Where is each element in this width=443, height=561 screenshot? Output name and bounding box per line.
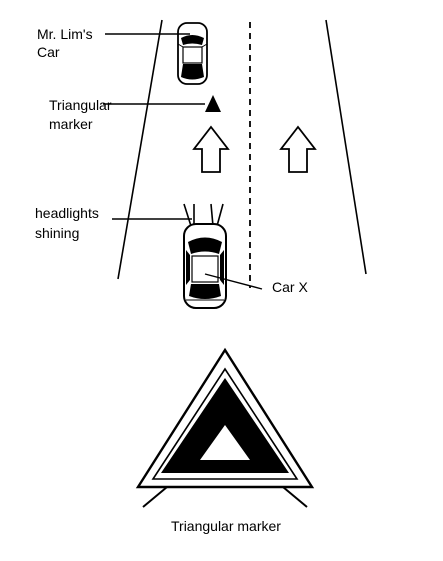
headlight-beams [183, 203, 224, 227]
label-mr-lims-car-line1: Mr. Lim's [37, 26, 93, 42]
direction-arrow-right-lane [279, 125, 317, 173]
road-right-edge [325, 19, 367, 275]
leader-lines [103, 33, 263, 290]
label-triangular-marker-line1: Triangular [49, 97, 112, 113]
label-headlights-line1: headlights [35, 205, 99, 221]
label-triangular-marker-line2: marker [49, 116, 93, 132]
label-headlights-line2: shining [35, 225, 79, 241]
large-triangular-marker [135, 347, 315, 508]
small-triangular-marker [205, 95, 221, 112]
road-left-edge [117, 19, 163, 280]
marker-inner-frame [151, 367, 299, 480]
car-x [183, 223, 227, 309]
marker-stand-right [282, 486, 308, 508]
road [117, 19, 367, 288]
marker-reflective-band [161, 378, 289, 473]
marker-outer-frame [135, 347, 315, 489]
label-mr-lims-car-line2: Car [37, 44, 60, 60]
direction-arrow-left-lane [192, 125, 230, 173]
marker-stand-left [142, 486, 168, 508]
label-car-x: Car X [272, 279, 308, 295]
mr-lims-car [177, 22, 208, 85]
leader-car-x [204, 273, 263, 290]
caption-big-triangular-marker: Triangular marker [171, 518, 281, 534]
